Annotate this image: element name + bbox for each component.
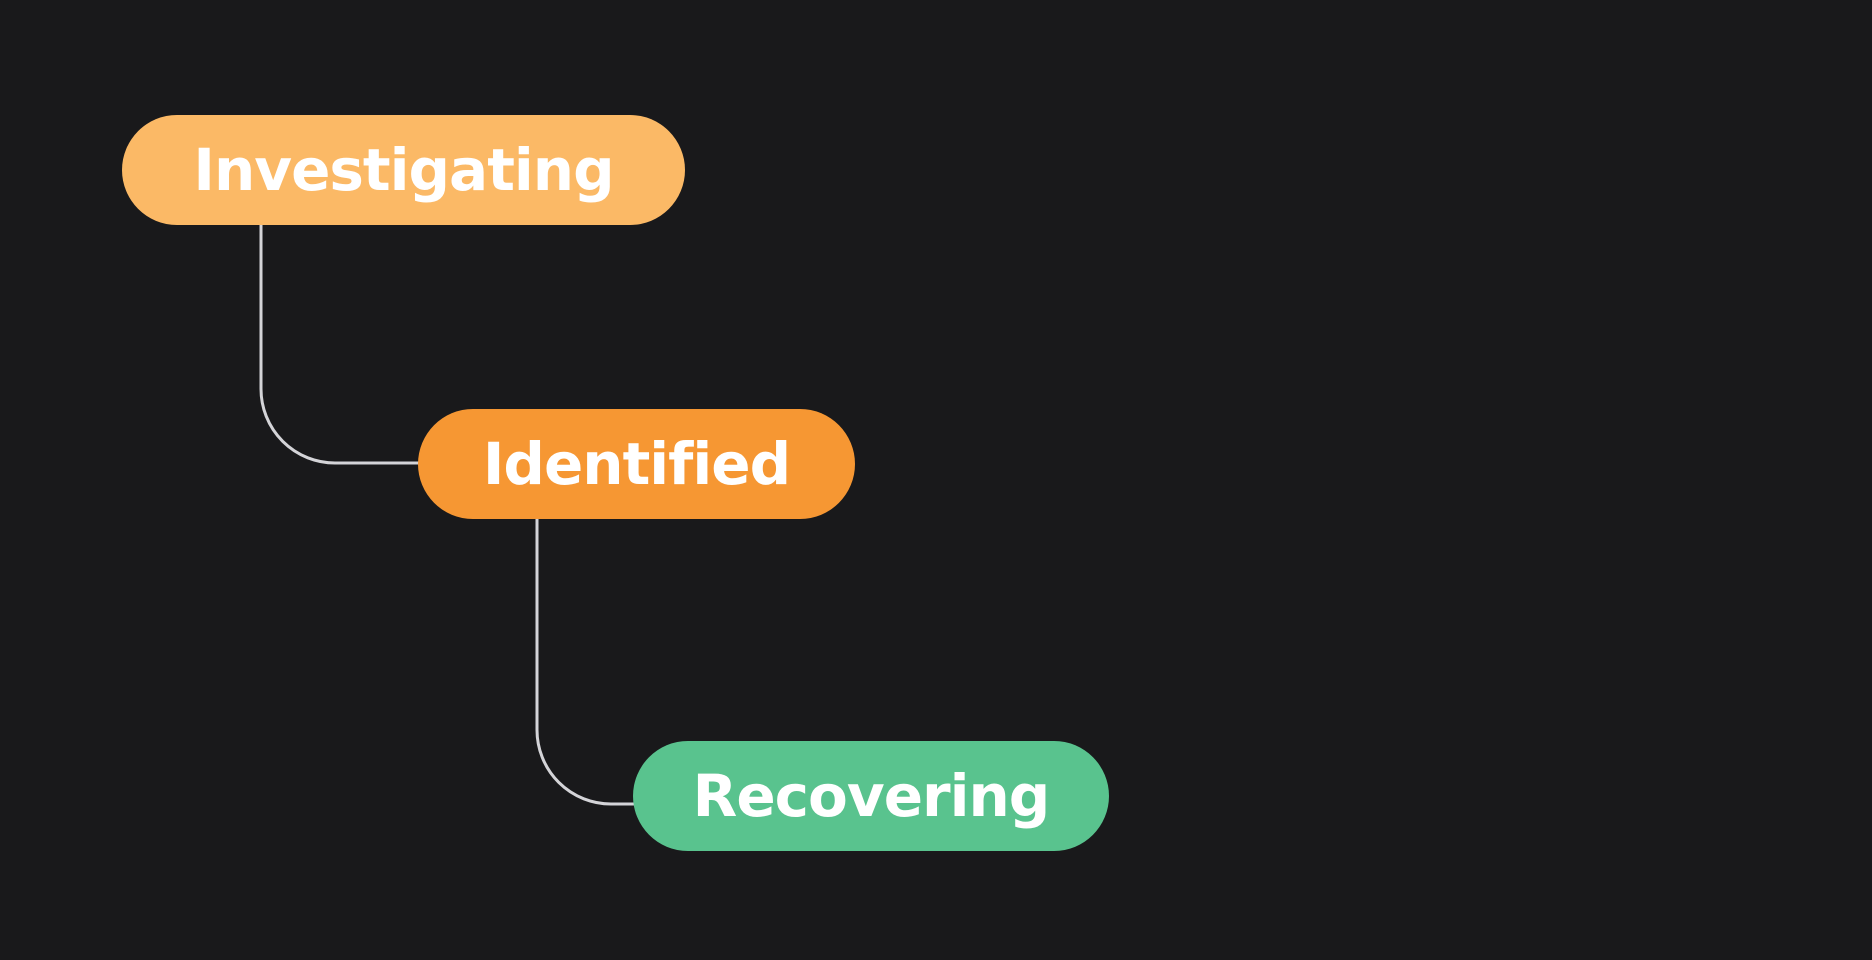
status-node-investigating: Investigating [122, 115, 685, 225]
connector-investigating-identified [259, 225, 420, 465]
status-node-label: Investigating [193, 136, 614, 204]
status-node-label: Recovering [692, 762, 1051, 830]
connector-identified-recovering [535, 518, 636, 806]
status-node-label: Identified [482, 430, 791, 498]
status-node-identified: Identified [418, 409, 855, 519]
status-node-recovering: Recovering [633, 741, 1109, 851]
